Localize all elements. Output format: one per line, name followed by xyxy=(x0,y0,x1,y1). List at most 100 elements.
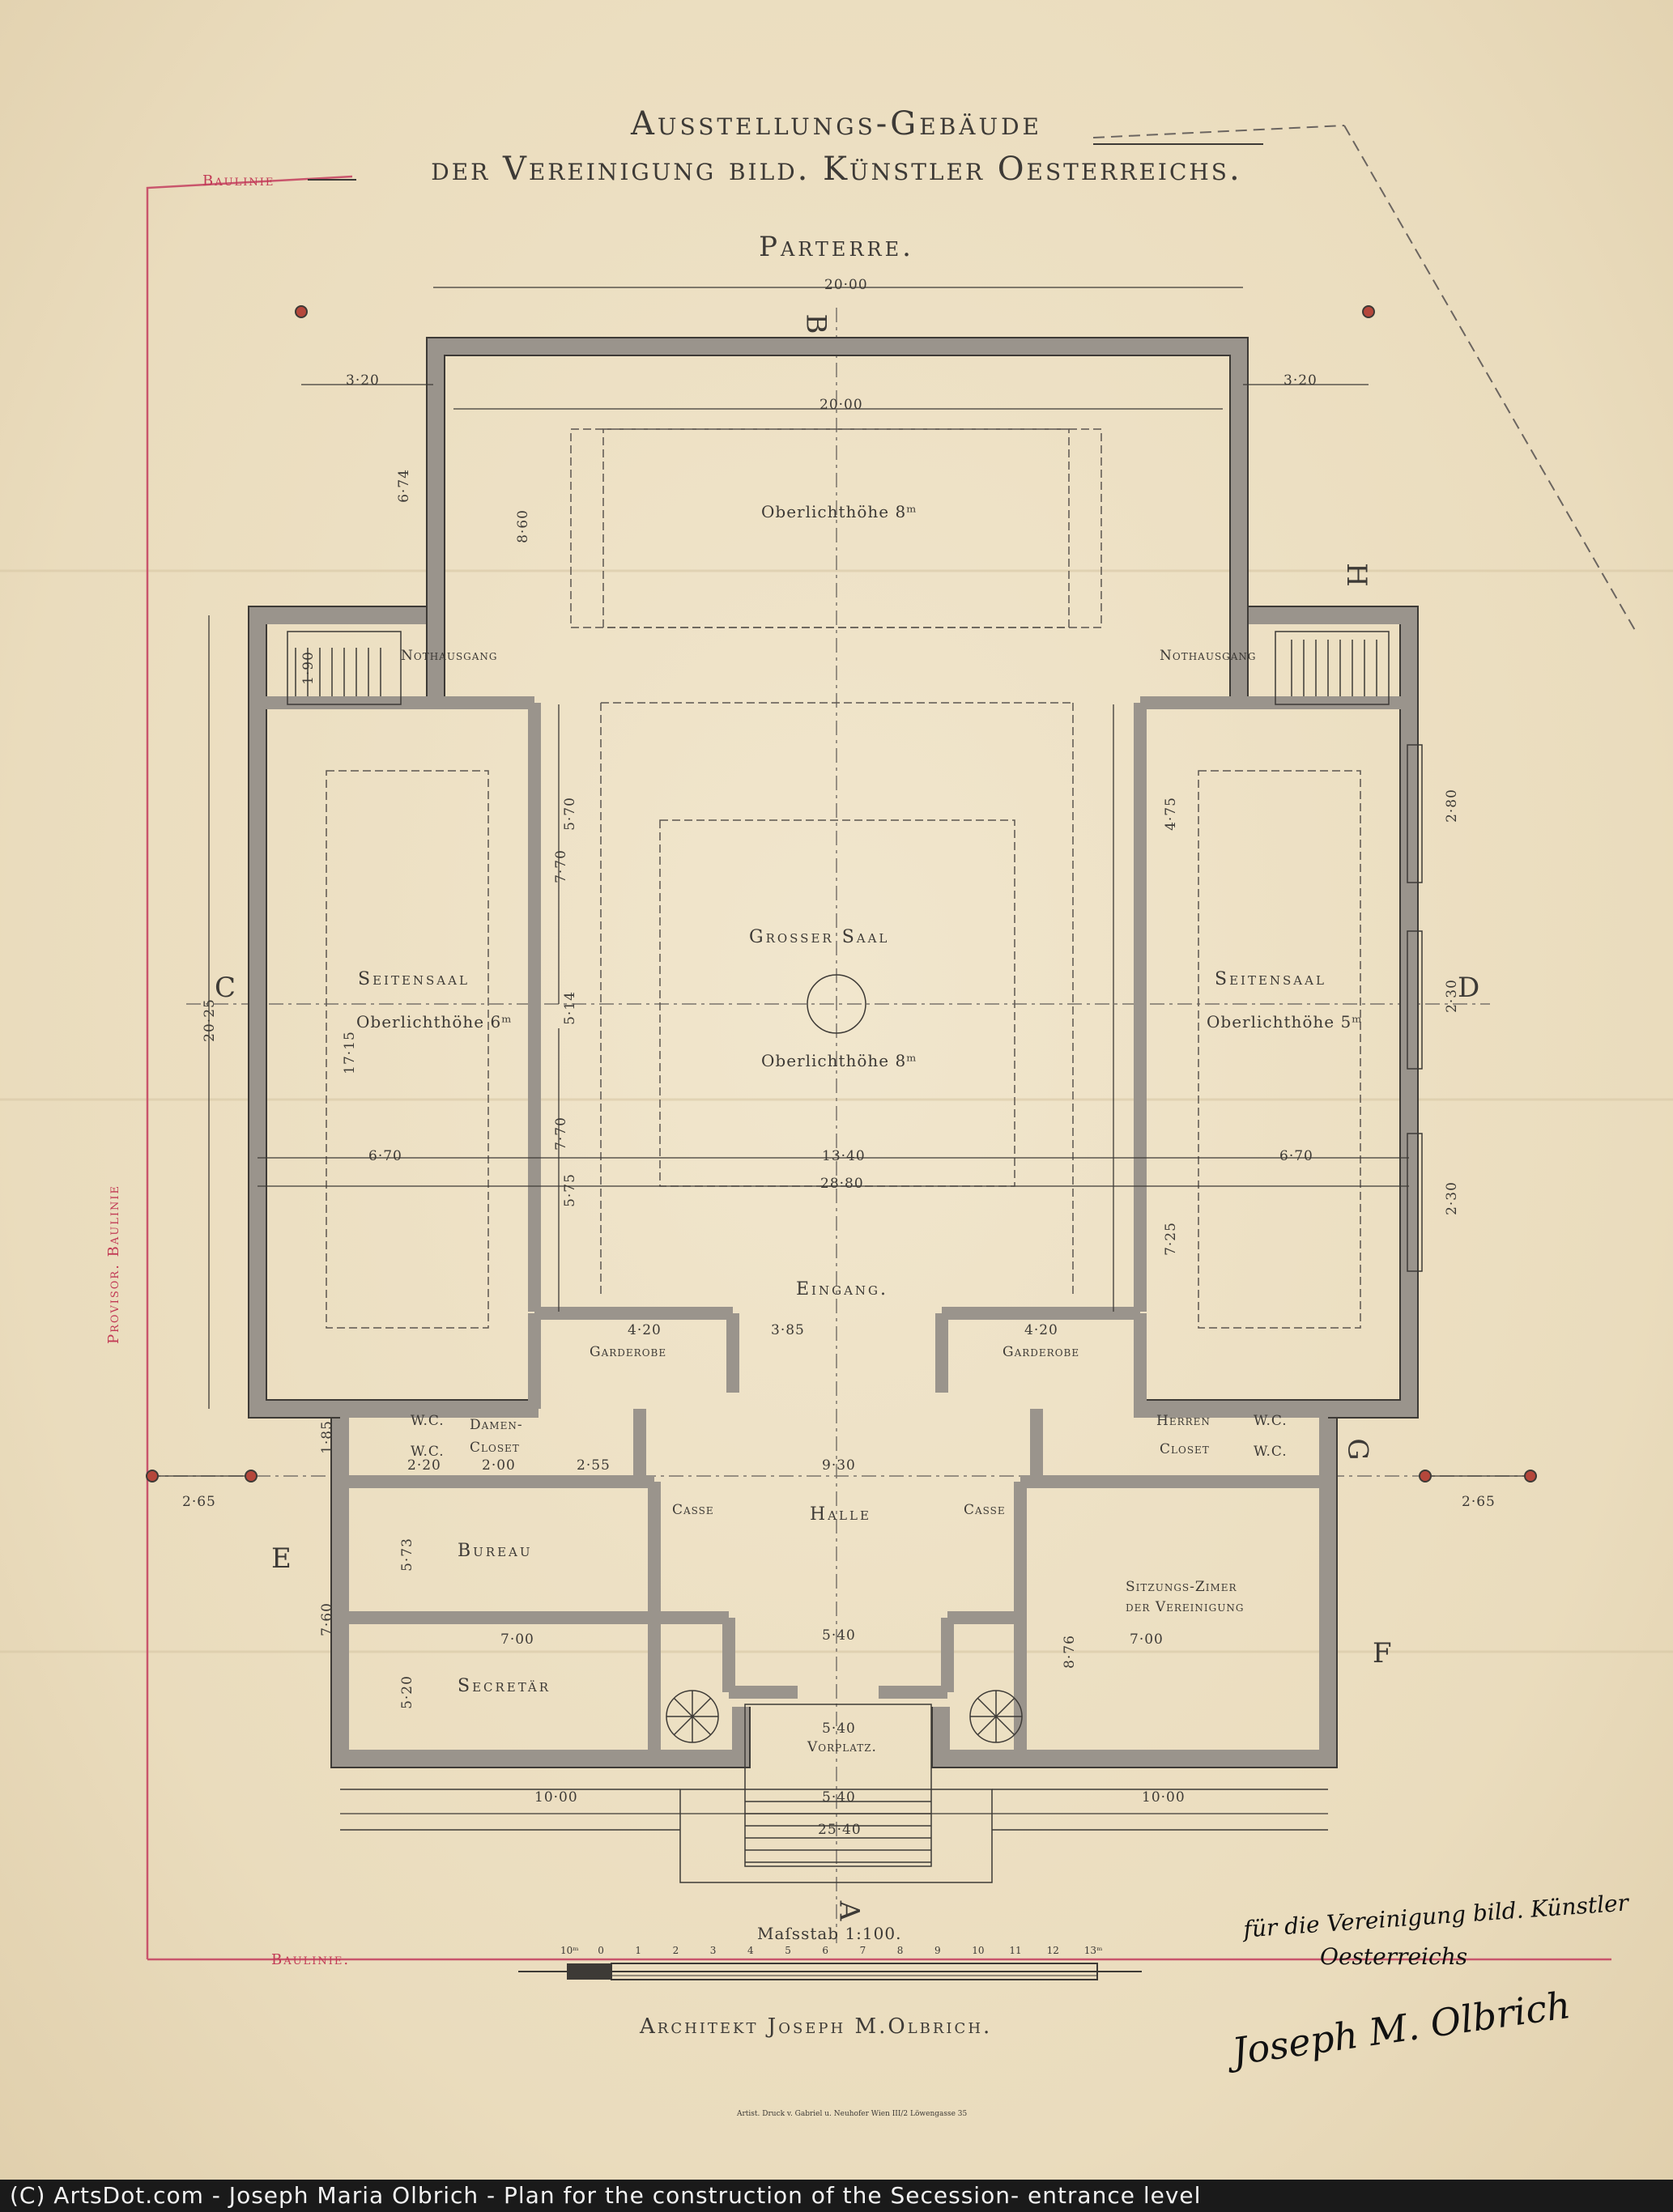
dim-4-75: 4·75 xyxy=(1162,797,1179,831)
room-seitensaal-left-sub: Oberlichthöhe 6ᵐ xyxy=(356,1012,513,1032)
room-sitzungs-1: Sitzungs-Zimer xyxy=(1126,1579,1237,1595)
room-herren-closet-2: Closet xyxy=(1160,1441,1210,1457)
scale-tick-label: 13ᵐ xyxy=(1083,1945,1103,1956)
dim-2-20: 2·20 xyxy=(407,1457,441,1474)
dim-1-85: 1·85 xyxy=(318,1420,335,1454)
dim-2-65-left: 2·65 xyxy=(182,1494,216,1510)
dim-17-15: 17·15 xyxy=(341,1031,358,1074)
baulinie-bottom-label: Baulinie. xyxy=(271,1951,351,1968)
dim-overall-top: 20·00 xyxy=(824,277,868,293)
dim-3-85: 3·85 xyxy=(771,1322,805,1338)
scale-tick-label: 1 xyxy=(635,1945,642,1956)
wc-label-1: W.C. xyxy=(411,1413,445,1429)
dim-5-40a: 5·40 xyxy=(822,1627,856,1644)
image-caption: (C) ArtsDot.com - Joseph Maria Olbrich -… xyxy=(0,2180,1673,2212)
baulinie-lines xyxy=(146,175,1611,1961)
room-oberlicht-top: Oberlichthöhe 8ᵐ xyxy=(761,502,917,521)
architect-name: Architekt Joseph M.Olbrich. xyxy=(640,2014,993,2039)
scale-tick-label: 10ᵐ xyxy=(560,1945,579,1956)
dim-9-30: 9·30 xyxy=(822,1457,856,1474)
room-garderobe-right: Garderobe xyxy=(1003,1344,1080,1360)
title-line-2: der Vereinigung bild. Künstler Oesterrei… xyxy=(431,151,1242,188)
dim-2-00: 2·00 xyxy=(482,1457,516,1474)
scale-tick-label: 11 xyxy=(1009,1945,1022,1956)
dim-2-30b: 2·30 xyxy=(1443,1181,1460,1215)
scale-tick-label: 12 xyxy=(1046,1945,1059,1956)
scale-tick-label: 4 xyxy=(747,1945,754,1956)
dim-5-40c: 5·40 xyxy=(822,1789,856,1806)
dim-2-65-right: 2·65 xyxy=(1462,1494,1496,1510)
scale-tick-label: 9 xyxy=(934,1945,941,1956)
room-casse-right: Casse xyxy=(964,1502,1006,1518)
scale-tick-label: 5 xyxy=(785,1945,791,1956)
room-halle: Halle xyxy=(810,1504,871,1525)
dim-5-40b: 5·40 xyxy=(822,1721,856,1737)
dim-10-00-left: 10·00 xyxy=(534,1789,578,1806)
dim-25-40: 25·40 xyxy=(818,1822,862,1838)
dim-7-00b: 7·00 xyxy=(1130,1631,1164,1648)
dim-7-70a: 7·70 xyxy=(552,849,569,883)
dim-2-30: 2·30 xyxy=(1443,979,1460,1013)
dim-6-70-right: 6·70 xyxy=(1279,1148,1313,1164)
wc-label-3: W.C. xyxy=(1254,1413,1288,1429)
dim-10-00-right: 10·00 xyxy=(1142,1789,1186,1806)
section-letter-e: E xyxy=(271,1542,292,1575)
wc-label-4: W.C. xyxy=(1254,1444,1288,1460)
room-grosser-saal-sub: Oberlichthöhe 8ᵐ xyxy=(761,1051,917,1070)
room-nothausgang-right: Nothausgang xyxy=(1160,648,1257,664)
dim-7-00a: 7·00 xyxy=(500,1631,534,1648)
room-nothausgang-left: Nothausgang xyxy=(401,648,498,664)
dim-total-height: 20·25 xyxy=(201,998,218,1042)
dim-5-20: 5·20 xyxy=(398,1675,415,1709)
dim-1-90: 1·90 xyxy=(300,651,317,685)
dim-left-offset: 3·20 xyxy=(346,372,380,389)
dim-7-70b: 7·70 xyxy=(552,1117,569,1151)
room-casse-left: Casse xyxy=(672,1502,714,1518)
room-grosser-saal: Grosser Saal xyxy=(749,927,890,947)
dim-7-25: 7·25 xyxy=(1162,1222,1179,1256)
room-damen-closet-1: Damen- xyxy=(470,1417,523,1433)
section-letter-a: A xyxy=(832,1900,866,1921)
room-secretaer: Secretär xyxy=(458,1676,551,1696)
room-vorplatz: Vorplatz. xyxy=(807,1739,877,1755)
dim-5-70: 5·70 xyxy=(561,797,578,831)
dim-28-80: 28·80 xyxy=(820,1176,864,1192)
section-letter-f: F xyxy=(1373,1637,1392,1670)
signature-line-2: Oesterreichs xyxy=(1320,1943,1468,1970)
room-bureau: Bureau xyxy=(458,1541,533,1561)
outer-walls xyxy=(249,338,1418,1767)
scale-tick-label: 10 xyxy=(972,1945,985,1956)
reference-points xyxy=(146,305,1537,1482)
room-herren-closet-1: Herren xyxy=(1156,1413,1211,1429)
dim-2-55: 2·55 xyxy=(577,1457,611,1474)
scale-tick-label: 6 xyxy=(822,1945,829,1956)
room-seitensaal-left: Seitensaal xyxy=(358,969,470,989)
dim-5-14: 5·14 xyxy=(561,991,578,1025)
dim-5-75: 5·75 xyxy=(561,1173,578,1207)
dim-5-73: 5·73 xyxy=(398,1538,415,1572)
scale-tick-label: 7 xyxy=(859,1945,866,1956)
dim-13-40: 13·40 xyxy=(822,1148,866,1164)
baulinie-top-label: Baulinie xyxy=(202,172,275,189)
room-damen-closet-2: Closet xyxy=(470,1440,520,1456)
dim-6-74: 6·74 xyxy=(395,469,412,503)
dim-inner-top: 20·00 xyxy=(819,397,863,413)
dim-right-offset: 3·20 xyxy=(1283,372,1318,389)
dim-7-60: 7·60 xyxy=(318,1602,335,1636)
section-letter-c: C xyxy=(215,972,236,1004)
room-sitzungs-2: der Vereinigung xyxy=(1126,1599,1245,1615)
section-letter-h: H xyxy=(1339,563,1373,587)
dim-8-60: 8·60 xyxy=(514,509,531,543)
scale-tick-label: 2 xyxy=(672,1945,679,1956)
title-line-1: Ausstellungs-Gebäude xyxy=(631,105,1042,143)
dim-4-20-right: 4·20 xyxy=(1024,1322,1058,1338)
room-eingang: Eingang. xyxy=(796,1279,889,1300)
scale-label: Maſsstab 1:100. xyxy=(757,1924,902,1943)
dim-2-80: 2·80 xyxy=(1443,789,1460,823)
scale-bar xyxy=(518,1963,1142,1980)
scale-tick-label: 8 xyxy=(896,1945,904,1956)
scale-tick-label: 3 xyxy=(709,1945,717,1956)
dim-4-20-left: 4·20 xyxy=(628,1322,662,1338)
